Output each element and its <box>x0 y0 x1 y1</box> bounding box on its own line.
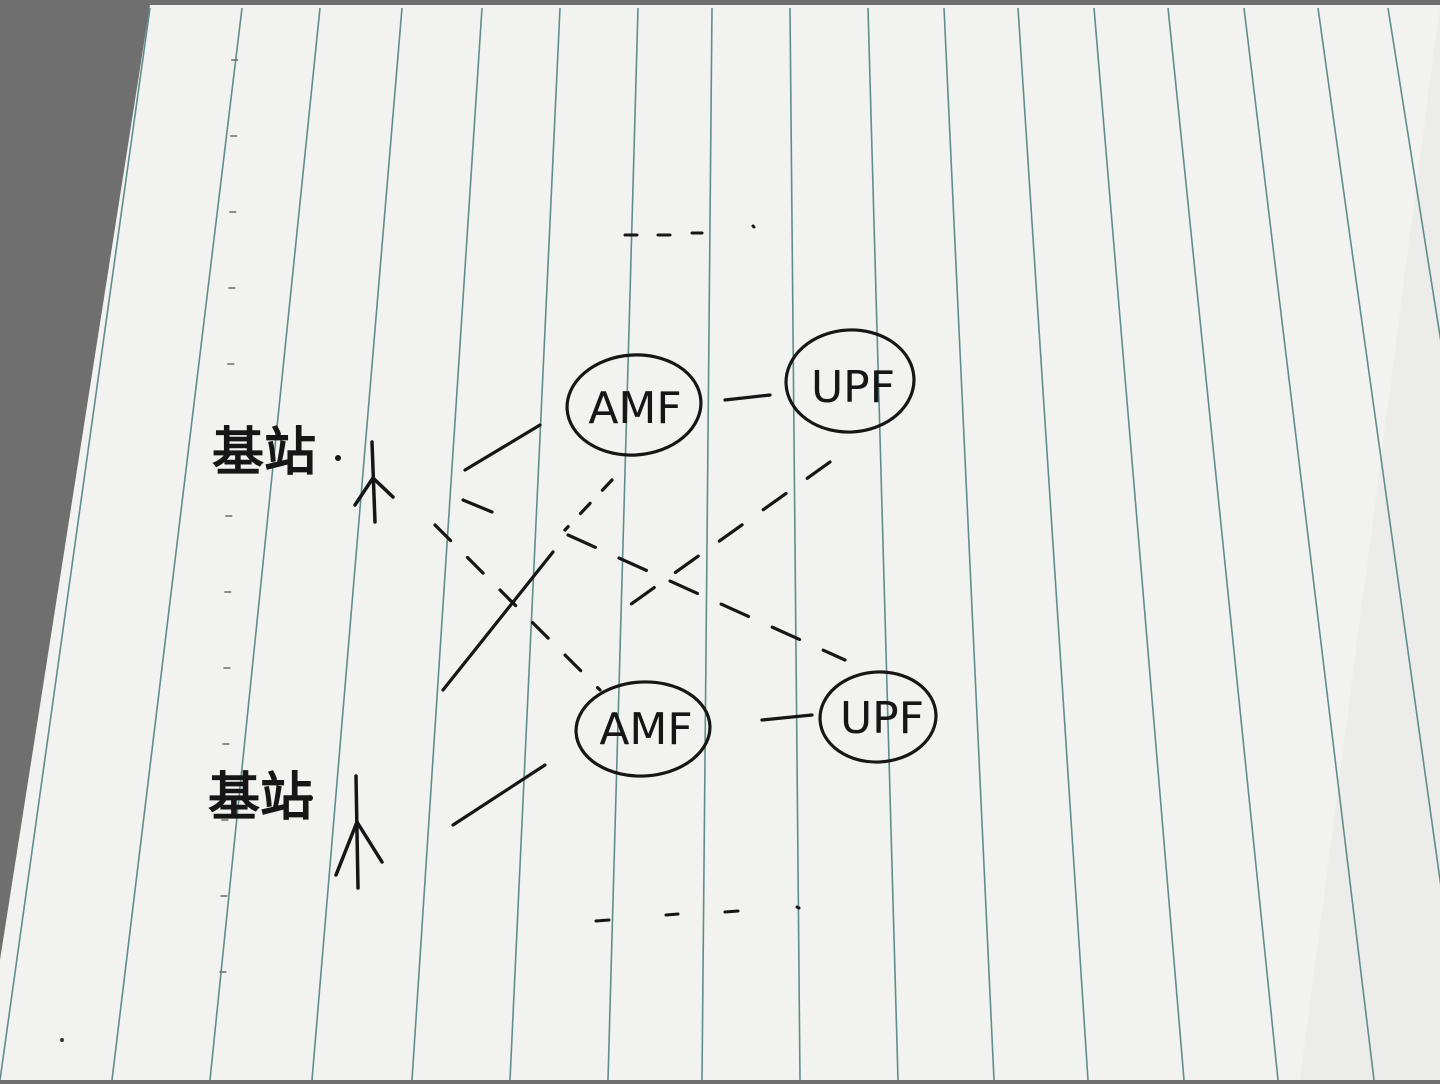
ruled-line <box>701 7 713 1081</box>
ruled-line <box>867 7 899 1081</box>
amf-top-outline <box>565 353 703 457</box>
amf-top-label: AMF <box>588 383 681 434</box>
stray-dot <box>60 1038 64 1042</box>
upf-bottom-outline <box>818 670 938 764</box>
ruled-line <box>0 7 151 1081</box>
margin-ticks <box>219 59 239 973</box>
ruled-line <box>1387 7 1440 342</box>
ruled-line <box>789 7 801 1081</box>
dashed-link-station-top-to-amf-bottom <box>433 523 602 692</box>
ruled-line <box>943 7 995 1081</box>
link-station-top-to-amf-top <box>463 423 542 472</box>
upf-top-label: UPF <box>811 362 895 413</box>
ruled-line <box>209 7 321 1081</box>
node-outlines <box>565 328 938 778</box>
station-bottom-label: 基站 <box>208 768 312 828</box>
ruled-line <box>1017 7 1089 1081</box>
paper-shadow <box>1300 5 1440 1080</box>
antenna-top-icon <box>353 440 395 524</box>
connections <box>433 393 847 827</box>
dashed-link-upf-top-to-amf-bottom <box>618 460 832 614</box>
ruled-line <box>411 7 483 1081</box>
ruled-line <box>509 7 561 1081</box>
link-station-bottom-to-amf-bottom <box>451 763 547 827</box>
ruled-line <box>607 7 639 1081</box>
dashed-link-station-top-stub <box>461 498 494 514</box>
station-top-dot <box>335 455 341 461</box>
ruled-lines <box>0 7 1440 1081</box>
antenna-bottom-icon <box>334 774 384 890</box>
ruled-line <box>1167 7 1279 1081</box>
station-bottom-dot <box>307 795 313 801</box>
ruled-line <box>1243 7 1375 1081</box>
amf-bottom-label: AMF <box>599 704 692 755</box>
dashed-link-amf-top-down <box>563 478 614 532</box>
ruled-line <box>111 7 243 1081</box>
station-top-label: 基站 <box>212 423 316 483</box>
upf-bottom-label: UPF <box>840 693 924 744</box>
ruled-line <box>1093 7 1185 1081</box>
ellipsis-top-marks <box>623 224 756 237</box>
link-station-bottom-to-amf-top <box>441 550 555 692</box>
ellipsis-bottom-marks <box>594 905 801 923</box>
link-amf-bottom-to-upf-bottom <box>760 713 814 722</box>
ruled-line <box>311 7 403 1081</box>
ruled-line <box>1317 7 1440 886</box>
upf-top-outline <box>784 328 916 434</box>
dashed-link-amf-top-to-upf-bottom <box>566 533 847 662</box>
amf-bottom-outline <box>574 680 712 778</box>
link-amf-top-to-upf-top <box>723 393 772 402</box>
